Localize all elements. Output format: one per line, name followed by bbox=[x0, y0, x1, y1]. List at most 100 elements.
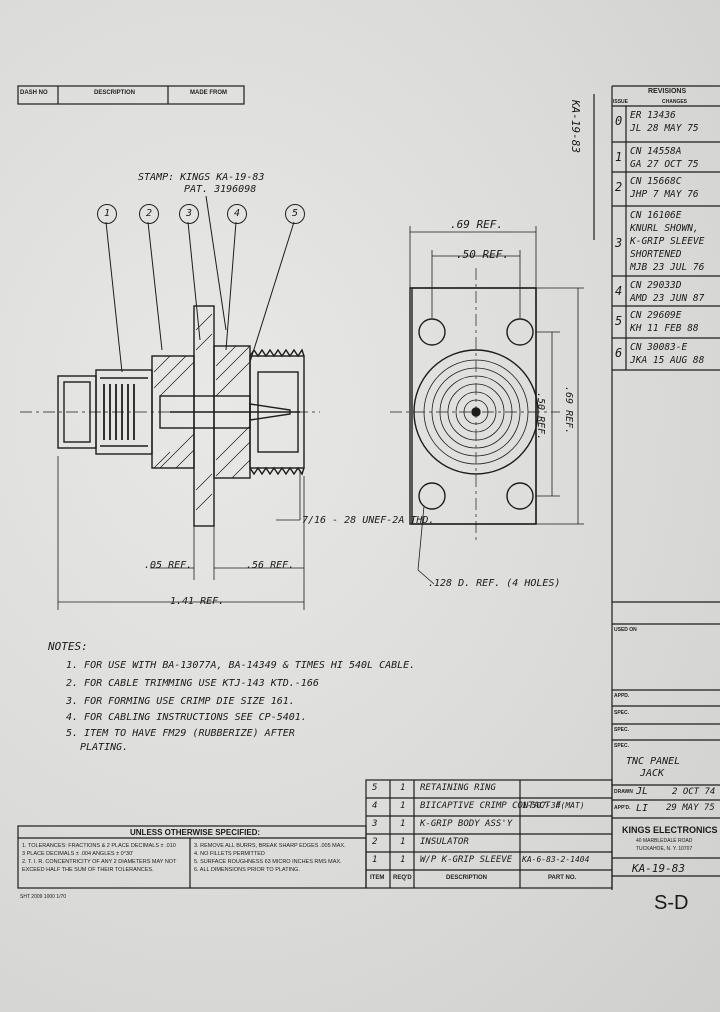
revision-issue-5: 5 bbox=[615, 314, 623, 328]
drawn-label: DRAWN bbox=[614, 789, 633, 795]
note-5-cont: PLATING. bbox=[80, 742, 129, 753]
revision-issue-6: 6 bbox=[615, 346, 623, 360]
spec-label-2: SPEC. bbox=[614, 727, 630, 733]
revision-4-line2: AMD 23 JUN 87 bbox=[630, 293, 705, 304]
bom-row-1-item: 1 bbox=[372, 855, 378, 865]
bom-header-part: PART NO. bbox=[548, 875, 577, 881]
unless-right-4: 6. ALL DIMENSIONS PRIOR TO PLATING. bbox=[194, 867, 300, 873]
unless-left-3: 2. T. I. R. CONCENTRICITY OF ANY 2 DIAME… bbox=[22, 859, 177, 865]
note-2: 2. FOR CABLE TRIMMING USE KTJ-143 KTD.-1… bbox=[66, 678, 319, 689]
spec-label-3: SPEC. bbox=[614, 743, 630, 749]
dim-05-ref: .05 REF. bbox=[144, 560, 193, 571]
drawn-by: JL bbox=[636, 786, 649, 797]
drawn-date: 2 OCT 74 bbox=[672, 787, 716, 797]
revision-issue-4: 4 bbox=[615, 284, 623, 298]
bom-row-5-desc: RETAINING RING bbox=[420, 783, 496, 793]
dim-69-ref-vertical: .69 REF. bbox=[563, 386, 574, 435]
revisions-col-changes: CHANGES bbox=[662, 99, 688, 105]
revision-issue-1: 1 bbox=[615, 150, 623, 164]
balloon-2: 2 bbox=[139, 204, 159, 224]
bom-row-2-item: 2 bbox=[372, 837, 378, 847]
spec-label-1: SPEC. bbox=[614, 710, 630, 716]
bom-row-2-qty: 1 bbox=[400, 837, 406, 847]
dim-thread: 7/16 - 28 UNEF-2A THD. bbox=[302, 515, 435, 526]
revision-3-line4: SHORTENED bbox=[630, 249, 682, 260]
balloon-4: 4 bbox=[227, 204, 247, 224]
bom-row-1-qty: 1 bbox=[400, 855, 406, 865]
stamp-line-1: STAMP: KINGS KA-19-83 bbox=[138, 172, 265, 183]
revision-3-line1: CN 16106E bbox=[630, 210, 682, 221]
company-name: KINGS ELECTRONICS bbox=[622, 825, 718, 835]
dim-56-ref: .56 REF. bbox=[246, 560, 295, 571]
dim-50-ref-vertical: .50 REF. bbox=[535, 392, 546, 441]
bom-row-4-item: 4 bbox=[372, 801, 378, 811]
side-part-number: KA-19-83 bbox=[569, 100, 582, 153]
revisions-col-issue: ISSUE bbox=[613, 99, 629, 105]
revision-2-line2: JHP 7 MAY 76 bbox=[630, 189, 699, 200]
appd-by: LI bbox=[636, 803, 649, 814]
appd-date: 29 MAY 75 bbox=[666, 803, 715, 813]
revision-3-line5: MJB 23 JUL 76 bbox=[630, 262, 705, 273]
dim-50-ref: .50 REF. bbox=[456, 248, 509, 261]
size-code: S-D bbox=[654, 892, 689, 914]
bom-row-5-qty: 1 bbox=[400, 783, 406, 793]
unless-right-1: 3. REMOVE ALL BURRS, BREAK SHARP EDGES .… bbox=[194, 843, 346, 849]
revision-6-line1: CN 30083-E bbox=[630, 342, 688, 353]
bom-row-4-qty: 1 bbox=[400, 801, 406, 811]
dim-holes: .128 D. REF. (4 HOLES) bbox=[428, 578, 561, 589]
header-dash-no: DASH NO bbox=[20, 90, 48, 96]
revision-5-line1: CN 29609E bbox=[630, 310, 682, 321]
bom-row-1-part: KA-6-83-2-1404 bbox=[522, 855, 590, 864]
bom-header-item: ITEM bbox=[370, 875, 385, 881]
company-address-2: TUCKAHOE, N. Y. 10707 bbox=[636, 846, 693, 852]
balloon-1: 1 bbox=[97, 204, 117, 224]
revision-0-line2: JL 28 MAY 75 bbox=[630, 123, 699, 134]
unless-left-1: 1. TOLERANCES: FRACTIONS & 2 PLACE DECIM… bbox=[22, 843, 176, 849]
revision-5-line2: KH 11 FEB 88 bbox=[630, 323, 699, 334]
appd-label: APPD. bbox=[614, 693, 630, 699]
connector-section-view bbox=[20, 305, 320, 610]
unless-title: UNLESS OTHERWISE SPECIFIED: bbox=[130, 828, 261, 837]
note-5: 5. ITEM TO HAVE FM29 (RUBBERIZE) AFTER bbox=[66, 728, 295, 739]
company-address-1: 40 MARBLEDALE ROAD bbox=[636, 838, 693, 844]
unless-right: 3. REMOVE ALL BURRS, BREAK SHARP EDGES .… bbox=[194, 842, 346, 874]
revision-2-line1: CN 15668C bbox=[630, 176, 682, 187]
revision-issue-2: 2 bbox=[615, 180, 623, 194]
dim-69-ref-top: .69 REF. bbox=[450, 218, 503, 231]
note-1: 1. FOR USE WITH BA-13077A, BA-14349 & TI… bbox=[66, 660, 416, 671]
balloon-3: 3 bbox=[179, 204, 199, 224]
title-line-2: JACK bbox=[640, 768, 665, 779]
unless-left: 1. TOLERANCES: FRACTIONS & 2 PLACE DECIM… bbox=[22, 842, 176, 874]
revision-1-line2: GA 27 OCT 75 bbox=[630, 159, 699, 170]
unless-left-4: EXCEED HALF THE SUM OF THEIR TOLERANCES. bbox=[22, 867, 154, 873]
title-part-number: KA-19-83 bbox=[632, 862, 685, 875]
unless-left-2: 3 PLACE DECIMALS ± .004 ANGLES ± 0°30' bbox=[22, 851, 134, 857]
header-description: DESCRIPTION bbox=[94, 90, 136, 96]
note-4: 4. FOR CABLING INSTRUCTIONS SEE CP-5401. bbox=[66, 712, 307, 723]
bom-row-3-qty: 1 bbox=[400, 819, 406, 829]
bom-row-3-item: 3 bbox=[372, 819, 378, 829]
unless-right-2: 4. NO FILLETS PERMITTED bbox=[194, 851, 265, 857]
note-3: 3. FOR FORMING USE CRIMP DIE SIZE 161. bbox=[66, 696, 295, 707]
bom-row-4-part: 1-507-34(MAT) bbox=[522, 801, 585, 810]
bom-row-4-desc: BIICAPTIVE CRIMP CONTACT F bbox=[420, 801, 561, 811]
bom-row-2-desc: INSULATOR bbox=[420, 837, 469, 847]
item-balloons bbox=[105, 195, 295, 373]
bom-header-desc: DESCRIPTION bbox=[446, 875, 488, 881]
appd-by-label: APP'D. bbox=[614, 805, 631, 811]
notes-title: NOTES: bbox=[48, 640, 88, 653]
bom-row-1-desc: W/P K-GRIP SLEEVE bbox=[420, 855, 513, 865]
revision-issue-3: 3 bbox=[615, 236, 623, 250]
revision-3-line3: K-GRIP SLEEVE bbox=[630, 236, 705, 247]
revision-6-line2: JKA 15 AUG 88 bbox=[630, 355, 705, 366]
stamp-line-2: PAT. 3196098 bbox=[184, 184, 257, 195]
flange-front-view bbox=[390, 226, 584, 585]
revisions-title: REVISIONS bbox=[648, 88, 687, 95]
revision-4-line1: CN 29033D bbox=[630, 280, 682, 291]
bom-header-qty: REQ'D bbox=[393, 875, 412, 881]
header-made-from: MADE FROM bbox=[190, 90, 227, 96]
bom-row-5-item: 5 bbox=[372, 783, 378, 793]
balloon-5: 5 bbox=[285, 204, 305, 224]
